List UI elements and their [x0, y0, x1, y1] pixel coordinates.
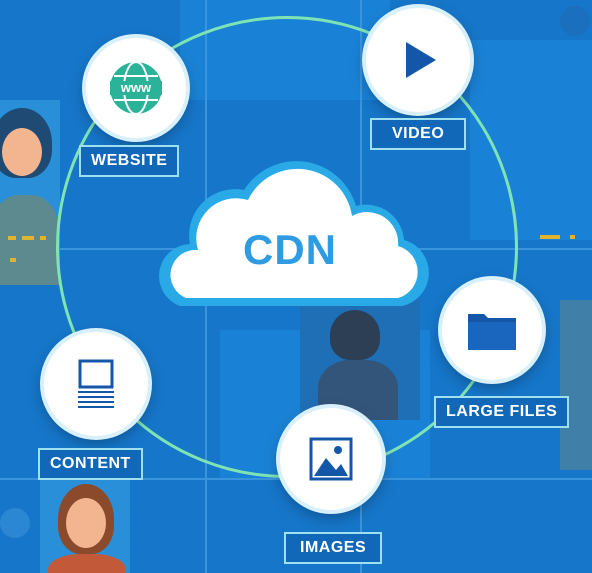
- cloud-icon: [159, 161, 429, 306]
- like-icon: [0, 508, 30, 538]
- document-icon: [78, 359, 114, 408]
- bg-dash: [10, 258, 16, 262]
- bg-dash: [540, 235, 560, 239]
- large-files-label: LARGE FILES: [434, 396, 570, 428]
- image-icon: [309, 437, 353, 481]
- website-node[interactable]: www: [86, 38, 186, 138]
- bg-dash: [22, 236, 34, 240]
- images-node[interactable]: [280, 408, 382, 510]
- large-files-node[interactable]: [442, 280, 542, 380]
- video-label: VIDEO: [370, 118, 467, 150]
- like-icon: [560, 6, 590, 36]
- cdn-label: CDN: [243, 226, 337, 273]
- content-label: CONTENT: [38, 448, 143, 480]
- person-photo-left: [0, 100, 60, 285]
- person-photo-bottom-left: [40, 470, 130, 573]
- cdn-cloud: CDN: [140, 148, 440, 318]
- globe-www-icon: www: [110, 61, 162, 115]
- person-photo-right: [560, 300, 592, 470]
- bg-dash: [570, 235, 575, 239]
- folder-icon: [468, 314, 516, 350]
- website-label: WEBSITE: [79, 145, 180, 177]
- video-node[interactable]: [366, 8, 470, 112]
- bg-dash: [40, 236, 46, 240]
- bg-dash: [8, 236, 16, 240]
- www-text: www: [120, 80, 152, 95]
- content-node[interactable]: [44, 332, 148, 436]
- play-icon: [406, 42, 436, 78]
- images-label: IMAGES: [284, 532, 383, 564]
